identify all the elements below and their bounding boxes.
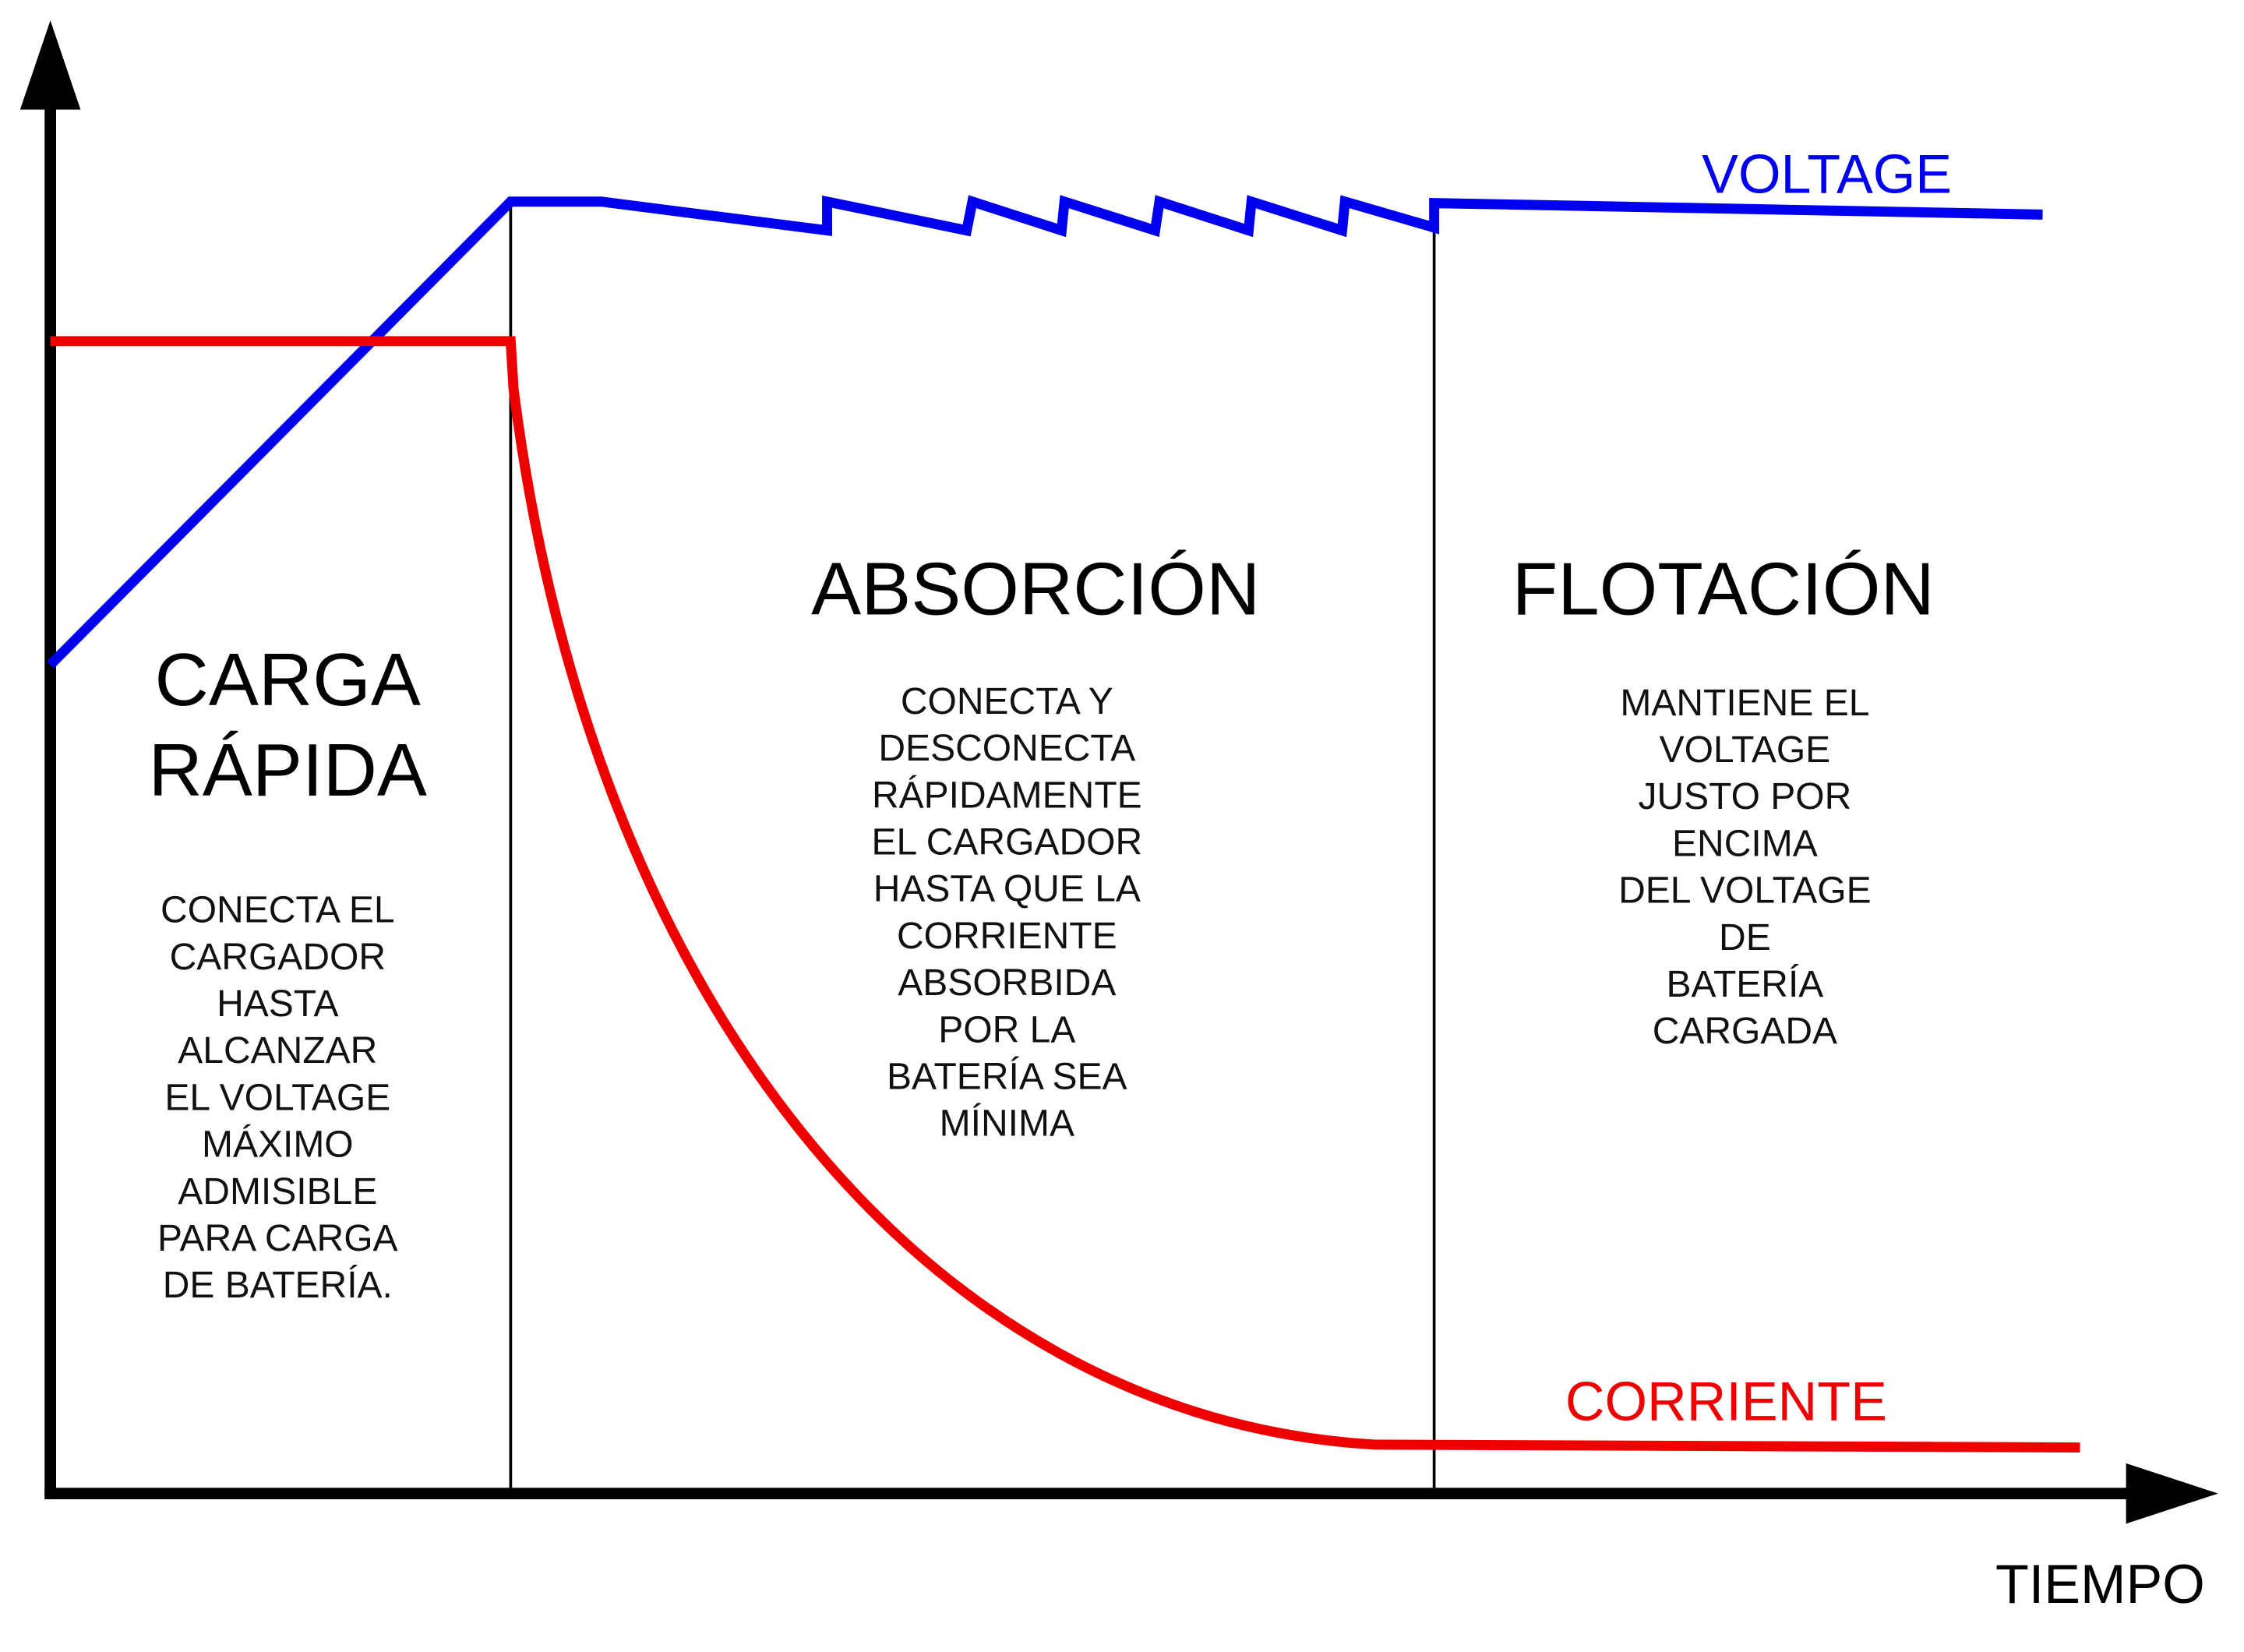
x-axis-arrow-icon [2126, 1463, 2218, 1524]
stage-description-line: DESCONECTA [878, 728, 1135, 769]
stage-description-line: VOLTAGE [1660, 729, 1831, 771]
stage-description-line: CARGADOR [170, 937, 386, 978]
time-axis-label: TIEMPO [1995, 1553, 2205, 1615]
stage-description-line: CORRIENTE [897, 916, 1117, 957]
voltage-label: VOLTAGE [1702, 143, 1952, 205]
stage-description-line: HASTA QUE LA [873, 869, 1141, 910]
stage-description-line: CARGADA [1653, 1011, 1837, 1052]
stage-description-line: ENCIMA [1672, 823, 1818, 864]
stage-description-line: MÁXIMO [202, 1124, 354, 1166]
stage-description-line: CONECTA EL [161, 890, 395, 931]
stage-description-line: EL CARGADOR [871, 822, 1142, 863]
stage-description-line: DE BATERÍA. [163, 1265, 393, 1306]
stage-title: ABSORCIÓN [811, 548, 1260, 631]
stage-description-line: JUSTO POR [1638, 776, 1851, 817]
stage-description-line: RÁPIDAMENTE [872, 775, 1142, 816]
voltage-curve [47, 195, 2043, 669]
stage-description-line: ALCANZAR [178, 1030, 377, 1071]
stage-description-line: ABSORBIDA [898, 962, 1116, 1004]
stage-description-line: ADMISIBLE [178, 1171, 377, 1213]
stage-description-line: EL VOLTAGE [164, 1077, 390, 1118]
stage-title: FLOTACIÓN [1512, 548, 1935, 631]
current-curve [50, 336, 2080, 1453]
stage-description-line: BATERÍA SEA [887, 1056, 1127, 1097]
stage-description-line: MÍNIMA [940, 1103, 1074, 1145]
y-axis-arrow-icon [19, 20, 81, 110]
stage-description-line: DEL VOLTAGE [1618, 870, 1872, 912]
stage-title: CARGA [155, 638, 421, 722]
stage-title: RÁPIDA [149, 729, 427, 812]
current-label: CORRIENTE [1565, 1370, 1887, 1431]
stage-description-line: MANTIENE EL [1620, 683, 1869, 724]
stage-description-line: CONECTA Y [901, 681, 1113, 722]
stage-description-line: HASTA [217, 983, 338, 1025]
stage-description-line: POR LA [938, 1009, 1075, 1050]
stage-description-line: PARA CARGA [157, 1218, 398, 1259]
stage-description-line: DE [1719, 917, 1771, 958]
stage-description-line: BATERÍA [1666, 964, 1823, 1005]
